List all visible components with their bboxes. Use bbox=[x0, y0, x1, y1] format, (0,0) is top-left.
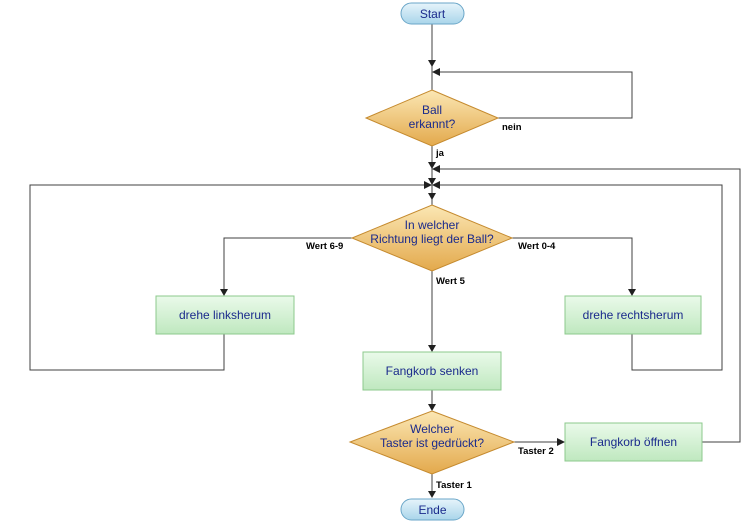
arrowhead-button1 bbox=[428, 491, 436, 498]
edge-label-button-2: Taster 2 bbox=[518, 446, 554, 457]
arrowhead-right-branch bbox=[628, 289, 636, 296]
arrowhead-left-branch bbox=[220, 289, 228, 296]
edge-label-value-left: Wert 6-9 bbox=[306, 241, 343, 252]
arrowhead-left-return bbox=[424, 181, 432, 189]
edge-left-branch bbox=[223, 237, 352, 293]
arrowhead-yes-2 bbox=[428, 178, 436, 185]
lower-basket-process: Fangkorb senken bbox=[362, 351, 502, 391]
arrowhead-no-loop bbox=[432, 68, 440, 76]
edge-right-return bbox=[440, 184, 723, 371]
edge-label-button-1: Taster 1 bbox=[436, 480, 472, 491]
arrowhead-yes-3 bbox=[428, 193, 436, 200]
ball-decision-line-2: erkannt? bbox=[409, 117, 456, 131]
lower-basket-label: Fangkorb senken bbox=[386, 364, 479, 378]
arrowhead-lower-to-button bbox=[428, 404, 436, 411]
edge-ball-no-loop bbox=[440, 71, 633, 119]
ball-decision-line-1: Ball bbox=[422, 103, 442, 117]
turn-left-label: drehe linksherum bbox=[179, 308, 271, 322]
ball-detected-decision: Ball erkannt? bbox=[364, 89, 500, 147]
direction-decision-line-1: In welcher bbox=[405, 218, 460, 232]
end-terminal: Ende bbox=[400, 498, 465, 521]
edge-label-value-center: Wert 5 bbox=[436, 276, 466, 287]
arrowhead-yes-1 bbox=[428, 162, 436, 169]
edge-open-return bbox=[440, 168, 741, 443]
start-terminal: Start bbox=[400, 2, 465, 25]
button-decision: Welcher Taster ist gedrückt? bbox=[348, 410, 516, 475]
button-decision-line-2: Taster ist gedrückt? bbox=[380, 436, 484, 450]
turn-right-label: drehe rechtsherum bbox=[583, 308, 684, 322]
open-basket-process: Fangkorb öffnen bbox=[564, 422, 703, 462]
open-basket-label: Fangkorb öffnen bbox=[590, 435, 677, 449]
direction-decision: In welcher Richtung liegt der Ball? bbox=[350, 204, 514, 272]
edge-label-no: nein bbox=[502, 122, 522, 133]
direction-decision-line-2: Richtung liegt der Ball? bbox=[370, 232, 494, 246]
arrowhead-button2 bbox=[557, 438, 565, 446]
edge-left-return bbox=[29, 184, 424, 371]
edge-label-yes: ja bbox=[435, 148, 445, 159]
edge-right-branch bbox=[512, 237, 633, 293]
start-label: Start bbox=[420, 7, 446, 21]
end-label: Ende bbox=[418, 503, 446, 517]
button-decision-line-1: Welcher bbox=[410, 422, 454, 436]
arrowhead-right-return bbox=[432, 181, 440, 189]
edge-label-value-right: Wert 0-4 bbox=[518, 241, 556, 252]
arrowhead-open-return bbox=[432, 165, 440, 173]
connectors bbox=[29, 24, 741, 498]
turn-right-process: drehe rechtsherum bbox=[564, 295, 702, 335]
turn-left-process: drehe linksherum bbox=[155, 295, 295, 335]
arrowhead-start-merge bbox=[428, 60, 436, 67]
arrowhead-center-branch bbox=[428, 345, 436, 352]
